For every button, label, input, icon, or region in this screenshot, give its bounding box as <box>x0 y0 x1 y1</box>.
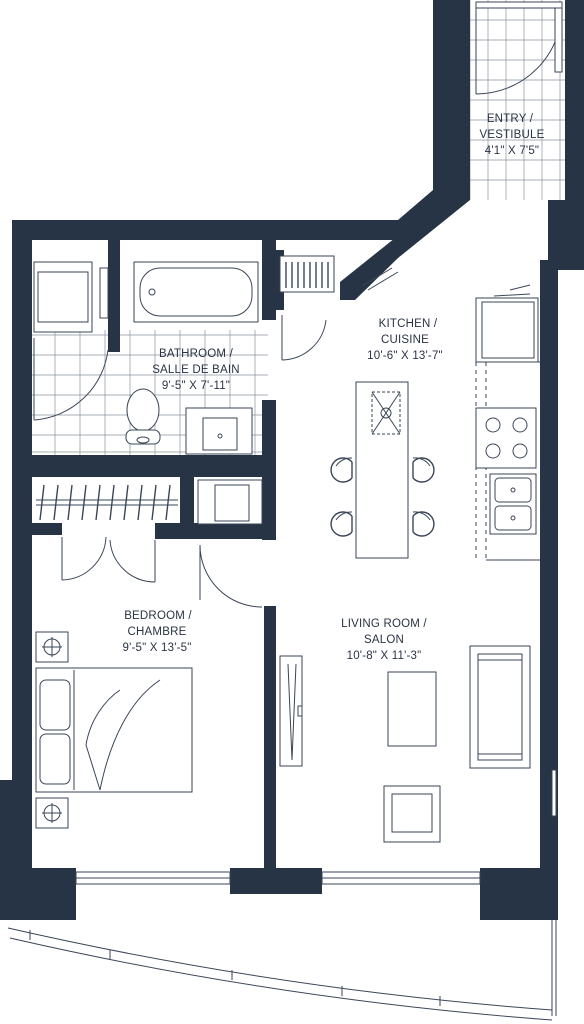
sofa <box>469 645 531 769</box>
right-outer-wall <box>540 260 558 880</box>
right-window-strip <box>551 769 557 817</box>
bath-right-wall <box>262 240 276 320</box>
toilet <box>125 388 161 445</box>
stove <box>475 407 537 469</box>
tv-console <box>279 655 303 767</box>
armchair <box>383 785 441 843</box>
bathroom-dims: 9'-5" X 7'-11" <box>162 380 230 392</box>
closet-rail <box>36 484 178 521</box>
label-bedroom: BEDROOM / CHAMBRE 9'-5" X 13'-5" <box>122 610 192 654</box>
label-kitchen: KITCHEN / CUISINE 10'-6" X 13'-7" <box>367 318 443 362</box>
bath-sliding-door <box>33 338 109 421</box>
kitchen-name-line1: KITCHEN / <box>379 318 438 330</box>
label-bathroom: BATHROOM / SALLE DE BAIN 9'-5" X 7'-11" <box>152 348 240 392</box>
kitchen-name-line2: CUISINE <box>381 334 429 346</box>
top-wall <box>12 220 398 240</box>
entry-left-wall <box>433 0 470 200</box>
closet-bottom-wall <box>32 523 62 535</box>
living-dims: 10'-8" X 11'-3" <box>347 650 422 662</box>
bathroom-vanity <box>185 407 253 455</box>
living-name-line1: LIVING ROOM / <box>341 618 427 630</box>
bath-left-partition <box>108 240 120 352</box>
right-wall-top <box>548 200 570 270</box>
closet-bottom-wall-right <box>155 523 275 539</box>
bottom-right-wall <box>480 868 558 920</box>
bath-bottom-wall <box>32 455 276 477</box>
hvac-unit <box>279 255 399 293</box>
walls <box>0 0 584 920</box>
washer-dryer <box>33 261 109 333</box>
bedroom-name-line1: BEDROOM / <box>124 610 192 622</box>
balcony-railing <box>7 920 557 1021</box>
closet-right-divider <box>180 477 194 537</box>
bedroom-dims: 9'-5" X 13'-5" <box>122 642 191 654</box>
kitchen-sink <box>489 473 537 535</box>
bathroom-door[interactable] <box>281 315 327 361</box>
entry-door[interactable] <box>475 1 563 95</box>
living-window <box>321 871 481 885</box>
hall-closet-unit <box>197 479 263 525</box>
entry-name-line1: ENTRY / <box>487 113 534 125</box>
entry-name-line2: VESTIBULE <box>479 129 544 141</box>
nightstand-top <box>35 631 69 663</box>
coffee-table <box>387 671 437 747</box>
living-name-line2: SALON <box>364 634 404 646</box>
label-living: LIVING ROOM / SALON 10'-8" X 11'-3" <box>341 618 427 662</box>
bathtub <box>133 261 259 323</box>
nightstand-bottom <box>35 797 69 829</box>
closet-doors[interactable] <box>61 536 156 583</box>
left-outer-wall <box>12 220 32 820</box>
bedroom-door[interactable] <box>199 544 263 608</box>
bar-stools <box>330 457 435 537</box>
fridge <box>475 284 539 363</box>
bathroom-name-line1: BATHROOM / <box>159 348 234 360</box>
bathroom-name-line2: SALLE DE BAIN <box>152 364 240 376</box>
entry-dims: 4'1" X 7'5" <box>485 145 539 157</box>
label-entry: ENTRY / VESTIBULE 4'1" X 7'5" <box>479 113 544 157</box>
bedroom-window <box>75 871 231 885</box>
kitchen-dims: 10'-6" X 13'-7" <box>367 350 443 362</box>
kitchen-island <box>355 381 409 559</box>
diagonal-wall <box>340 190 470 300</box>
bed <box>35 667 193 793</box>
bedroom-name-line2: CHAMBRE <box>128 626 187 638</box>
bottom-left-wall <box>0 868 76 920</box>
bedroom-living-wall <box>264 606 276 876</box>
entry-floor-tiles <box>469 0 565 200</box>
